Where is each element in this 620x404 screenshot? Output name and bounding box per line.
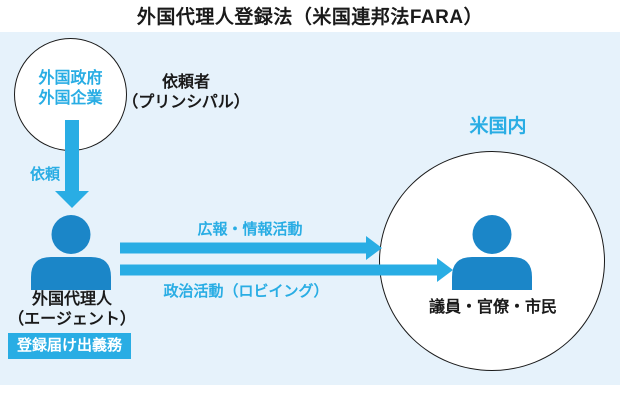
agent-caption-line1: 外国代理人 — [31, 291, 112, 308]
usa-target-caption: 議員・官僚・市民 — [428, 299, 557, 316]
agent-person-icon — [31, 215, 111, 290]
agent-caption: 外国代理人 （エージェント） — [0, 290, 144, 330]
political-activity-label: 政治活動（ロビイング） — [163, 283, 329, 300]
principal-caption: 依頼者 （プリンシパル） — [120, 73, 252, 113]
publicity-activity-label: 広報・情報活動 — [197, 221, 303, 238]
request-arrow-label: 依頼 — [30, 166, 61, 183]
foreign-company-label: 外国企業 — [38, 89, 103, 107]
usa-label: 米国内 — [469, 116, 527, 137]
foreign-government-label: 外国政府 — [38, 69, 103, 87]
foreign-principal-circle: 外国政府 外国企業 — [14, 38, 127, 151]
agent-caption-line2: （エージェント） — [8, 311, 136, 328]
principal-caption-line1: 依頼者 — [161, 74, 210, 91]
registration-duty-badge: 登録届け出義務 — [8, 333, 132, 359]
usa-person-icon — [452, 215, 532, 290]
diagram-title: 外国代理人登録法（米国連邦法FARA） — [136, 7, 484, 28]
principal-caption-line2: （プリンシパル） — [122, 94, 250, 111]
foreign-principal-text: 外国政府 外国企業 — [38, 69, 102, 109]
